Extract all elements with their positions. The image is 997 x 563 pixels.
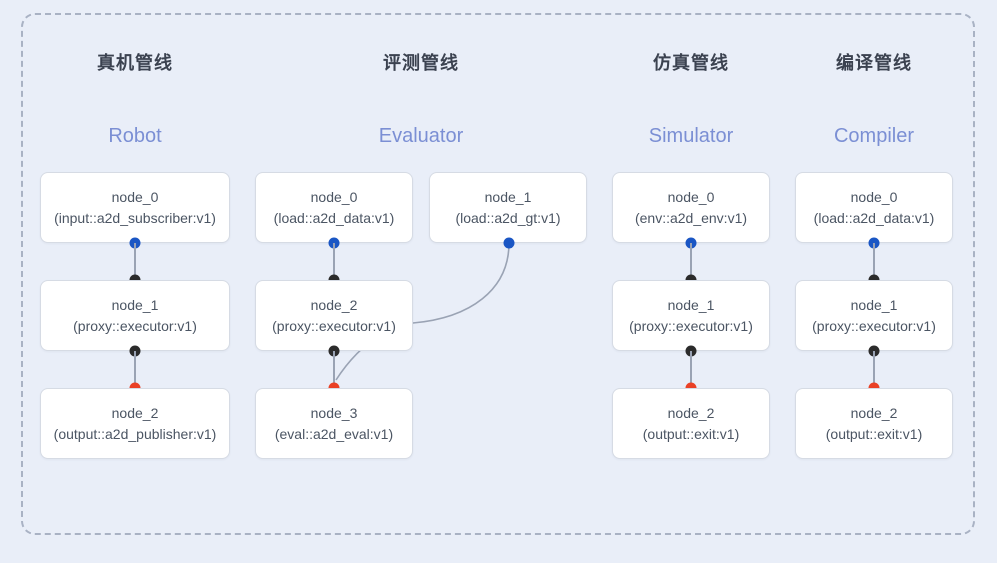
node-name: node_0 bbox=[111, 188, 159, 205]
node-spec: (proxy::executor:v1) bbox=[272, 317, 396, 334]
node-spec: (eval::a2d_eval:v1) bbox=[274, 425, 394, 442]
node-spec: (proxy::executor:v1) bbox=[812, 317, 936, 334]
node-spec: (load::a2d_data:v1) bbox=[813, 209, 935, 226]
pipeline-column-evaluator: 评测管线 Evaluator bbox=[255, 50, 587, 147]
edge-simulator-1-2 bbox=[690, 351, 692, 388]
column-subtitle-simulator: Simulator bbox=[648, 125, 734, 147]
node-name: node_0 bbox=[850, 188, 898, 205]
column-subtitle-evaluator: Evaluator bbox=[378, 125, 464, 147]
node-robot-1[interactable]: node_1 (proxy::executor:v1) bbox=[40, 280, 230, 351]
edge-compiler-1-2 bbox=[873, 351, 875, 388]
column-title-compiler: 编译管线 bbox=[836, 53, 912, 73]
node-spec: (output::exit:v1) bbox=[825, 425, 923, 442]
node-simulator-2[interactable]: node_2 (output::exit:v1) bbox=[612, 388, 770, 459]
node-name: node_1 bbox=[667, 296, 715, 313]
edge-robot-0-1 bbox=[134, 243, 136, 280]
node-name: node_1 bbox=[111, 296, 159, 313]
column-subtitle-compiler: Compiler bbox=[833, 125, 915, 147]
node-spec: (env::a2d_env:v1) bbox=[634, 209, 748, 226]
pipeline-column-robot: 真机管线 Robot bbox=[40, 50, 230, 147]
edge-evaluator-0-2 bbox=[333, 243, 335, 280]
edge-robot-1-2 bbox=[134, 351, 136, 388]
node-spec: (load::a2d_data:v1) bbox=[273, 209, 395, 226]
node-evaluator-gt[interactable]: node_1 (load::a2d_gt:v1) bbox=[429, 172, 587, 243]
column-title-evaluator: 评测管线 bbox=[383, 53, 459, 73]
node-robot-0[interactable]: node_0 (input::a2d_subscriber:v1) bbox=[40, 172, 230, 243]
node-spec: (input::a2d_subscriber:v1) bbox=[54, 209, 216, 226]
node-spec: (output::a2d_publisher:v1) bbox=[53, 425, 217, 442]
column-title-simulator: 仿真管线 bbox=[653, 53, 729, 73]
node-name: node_2 bbox=[310, 296, 358, 313]
node-name: node_0 bbox=[310, 188, 358, 205]
node-simulator-0[interactable]: node_0 (env::a2d_env:v1) bbox=[612, 172, 770, 243]
node-robot-2[interactable]: node_2 (output::a2d_publisher:v1) bbox=[40, 388, 230, 459]
node-evaluator-2[interactable]: node_2 (proxy::executor:v1) bbox=[255, 280, 413, 351]
node-simulator-1[interactable]: node_1 (proxy::executor:v1) bbox=[612, 280, 770, 351]
node-spec: (proxy::executor:v1) bbox=[629, 317, 753, 334]
node-name: node_3 bbox=[310, 404, 358, 421]
node-compiler-0[interactable]: node_0 (load::a2d_data:v1) bbox=[795, 172, 953, 243]
port-evaluator-gt-out[interactable] bbox=[503, 237, 515, 249]
node-evaluator-0[interactable]: node_0 (load::a2d_data:v1) bbox=[255, 172, 413, 243]
node-compiler-2[interactable]: node_2 (output::exit:v1) bbox=[795, 388, 953, 459]
node-name: node_1 bbox=[850, 296, 898, 313]
column-title-robot: 真机管线 bbox=[97, 53, 173, 73]
node-name: node_2 bbox=[111, 404, 159, 421]
node-evaluator-3[interactable]: node_3 (eval::a2d_eval:v1) bbox=[255, 388, 413, 459]
node-spec: (load::a2d_gt:v1) bbox=[455, 209, 561, 226]
node-name: node_1 bbox=[484, 188, 532, 205]
node-name: node_2 bbox=[667, 404, 715, 421]
node-name: node_2 bbox=[850, 404, 898, 421]
pipeline-column-compiler: 编译管线 Compiler bbox=[795, 50, 953, 147]
pipeline-column-simulator: 仿真管线 Simulator bbox=[612, 50, 770, 147]
edge-simulator-0-1 bbox=[690, 243, 692, 280]
node-spec: (proxy::executor:v1) bbox=[73, 317, 197, 334]
column-subtitle-robot: Robot bbox=[108, 125, 162, 147]
edge-evaluator-2-3 bbox=[333, 351, 335, 388]
node-name: node_0 bbox=[667, 188, 715, 205]
node-compiler-1[interactable]: node_1 (proxy::executor:v1) bbox=[795, 280, 953, 351]
node-spec: (output::exit:v1) bbox=[642, 425, 740, 442]
edge-compiler-0-1 bbox=[873, 243, 875, 280]
